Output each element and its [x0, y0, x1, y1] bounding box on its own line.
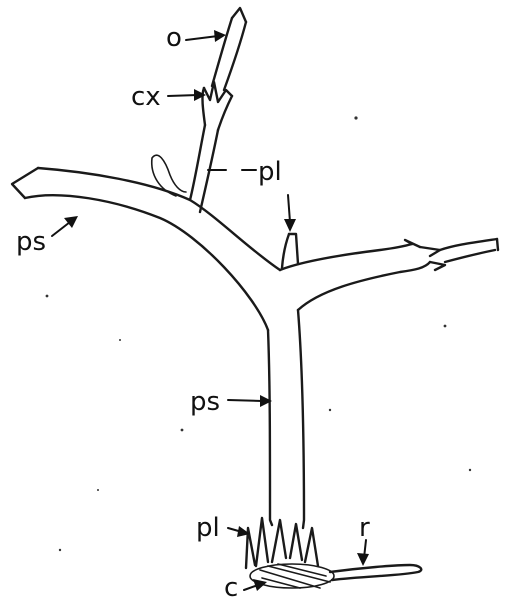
- right-branch: [280, 239, 498, 310]
- label-c: c: [224, 573, 238, 600]
- arrow-ps-trunk: [228, 395, 272, 407]
- arrow-r: [357, 540, 369, 566]
- label-cx: cx: [131, 82, 161, 112]
- hanging-leaf: [152, 155, 186, 196]
- arrow-o: [186, 30, 226, 42]
- label-ps-trunk: ps: [190, 387, 220, 417]
- upper-pl-bud: [282, 234, 298, 268]
- arrow-cx: [168, 89, 206, 101]
- label-pl-upper: pl: [258, 157, 282, 187]
- arrow-ps-left: [52, 216, 78, 236]
- arrow-c: [244, 579, 267, 591]
- main-trunk: [268, 310, 304, 528]
- label-o: o: [166, 23, 182, 53]
- left-branch: [12, 168, 280, 330]
- label-pl-base: pl: [196, 513, 220, 543]
- label-ps-left: ps: [16, 227, 46, 257]
- label-r: r: [359, 513, 370, 543]
- base-crown: [246, 518, 334, 588]
- root: [330, 565, 421, 580]
